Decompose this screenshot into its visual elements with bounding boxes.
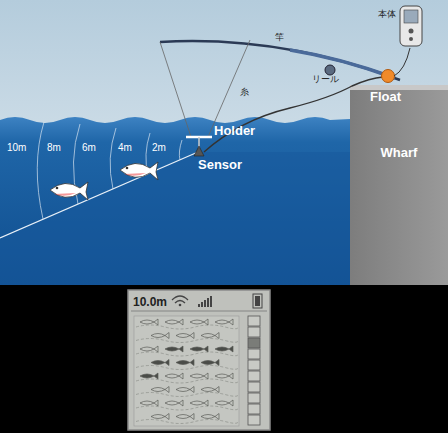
distance-label: 6m bbox=[82, 142, 96, 153]
fish-icon bbox=[190, 373, 208, 379]
reel bbox=[325, 65, 335, 75]
fish-icon bbox=[140, 373, 158, 379]
reel-label: リール bbox=[312, 75, 339, 85]
distance-label: 2m bbox=[152, 142, 166, 153]
part-label: Holder bbox=[214, 124, 255, 138]
depth-cell bbox=[248, 338, 260, 348]
fish-grid bbox=[134, 316, 239, 426]
wave-line bbox=[136, 420, 238, 424]
wave-line bbox=[136, 366, 238, 370]
wave-line bbox=[136, 406, 238, 410]
depth-cell bbox=[248, 360, 260, 370]
node-text: Wharf bbox=[381, 145, 418, 160]
depth-bar bbox=[248, 316, 260, 425]
fish-icon bbox=[140, 319, 158, 325]
fish-icon bbox=[215, 346, 233, 352]
part-label: Sensor bbox=[198, 158, 242, 172]
depth-cell bbox=[248, 316, 260, 326]
fish-icon bbox=[215, 319, 233, 325]
distance-label: 8m bbox=[47, 142, 61, 153]
fish-icon bbox=[190, 346, 208, 352]
wharf-area: Wharf bbox=[350, 138, 448, 166]
fishing-rod bbox=[160, 41, 400, 80]
fish-icon bbox=[151, 360, 169, 366]
depth-reading: 10.0m bbox=[133, 296, 167, 309]
sea-depth bbox=[0, 152, 350, 285]
signal-icon bbox=[198, 296, 212, 307]
fish-icon bbox=[190, 400, 208, 406]
fish-icon bbox=[190, 319, 208, 325]
wave-line bbox=[136, 339, 238, 343]
depth-cell bbox=[248, 415, 260, 425]
fish-icon bbox=[201, 360, 219, 366]
fish-icon bbox=[151, 414, 169, 420]
line bbox=[160, 40, 250, 137]
fish bbox=[50, 162, 158, 200]
distance-label: 10m bbox=[7, 142, 26, 153]
fish-icon bbox=[215, 373, 233, 379]
wave-line bbox=[136, 352, 238, 356]
sky bbox=[0, 0, 448, 285]
fish-icon bbox=[165, 319, 183, 325]
wharf-wall bbox=[350, 85, 448, 285]
main-unit bbox=[400, 6, 422, 46]
rod-label: 竿 bbox=[275, 33, 284, 43]
float bbox=[382, 70, 395, 83]
fish-icon bbox=[151, 387, 169, 393]
unit-label: 本体 bbox=[378, 10, 396, 20]
fish-icon bbox=[140, 400, 158, 406]
depth-cell bbox=[248, 371, 260, 381]
fish-icon bbox=[176, 333, 194, 339]
battery-icon bbox=[253, 294, 262, 308]
wifi-icon bbox=[172, 296, 188, 303]
sonar-beam-edge bbox=[0, 152, 198, 238]
fish-icon bbox=[201, 387, 219, 393]
fish-icon bbox=[176, 414, 194, 420]
display-screen bbox=[128, 290, 270, 430]
line-label: 糸 bbox=[240, 88, 249, 98]
depth-cell bbox=[248, 349, 260, 359]
fish-icon bbox=[176, 360, 194, 366]
fish-icon bbox=[151, 333, 169, 339]
depth-cell bbox=[248, 393, 260, 403]
fish-icon bbox=[215, 400, 233, 406]
fish-icon bbox=[165, 400, 183, 406]
fish-icon bbox=[176, 387, 194, 393]
depth-cell bbox=[248, 327, 260, 337]
fish-icon bbox=[201, 414, 219, 420]
fish-icon bbox=[165, 346, 183, 352]
fish-icon bbox=[140, 346, 158, 352]
sensor-cable bbox=[204, 77, 383, 152]
depth-cell bbox=[248, 404, 260, 414]
depth-cell bbox=[248, 382, 260, 392]
distance-label: 4m bbox=[118, 142, 132, 153]
part-label: Float bbox=[370, 90, 401, 104]
wave-line bbox=[136, 393, 238, 397]
range-arcs bbox=[37, 122, 182, 219]
water bbox=[0, 117, 350, 285]
wave-line bbox=[136, 379, 238, 383]
fish-icon bbox=[201, 333, 219, 339]
fish-pattern bbox=[136, 319, 238, 424]
wave-line bbox=[136, 325, 238, 329]
sensor-unit bbox=[194, 146, 204, 156]
fish-icon bbox=[165, 373, 183, 379]
